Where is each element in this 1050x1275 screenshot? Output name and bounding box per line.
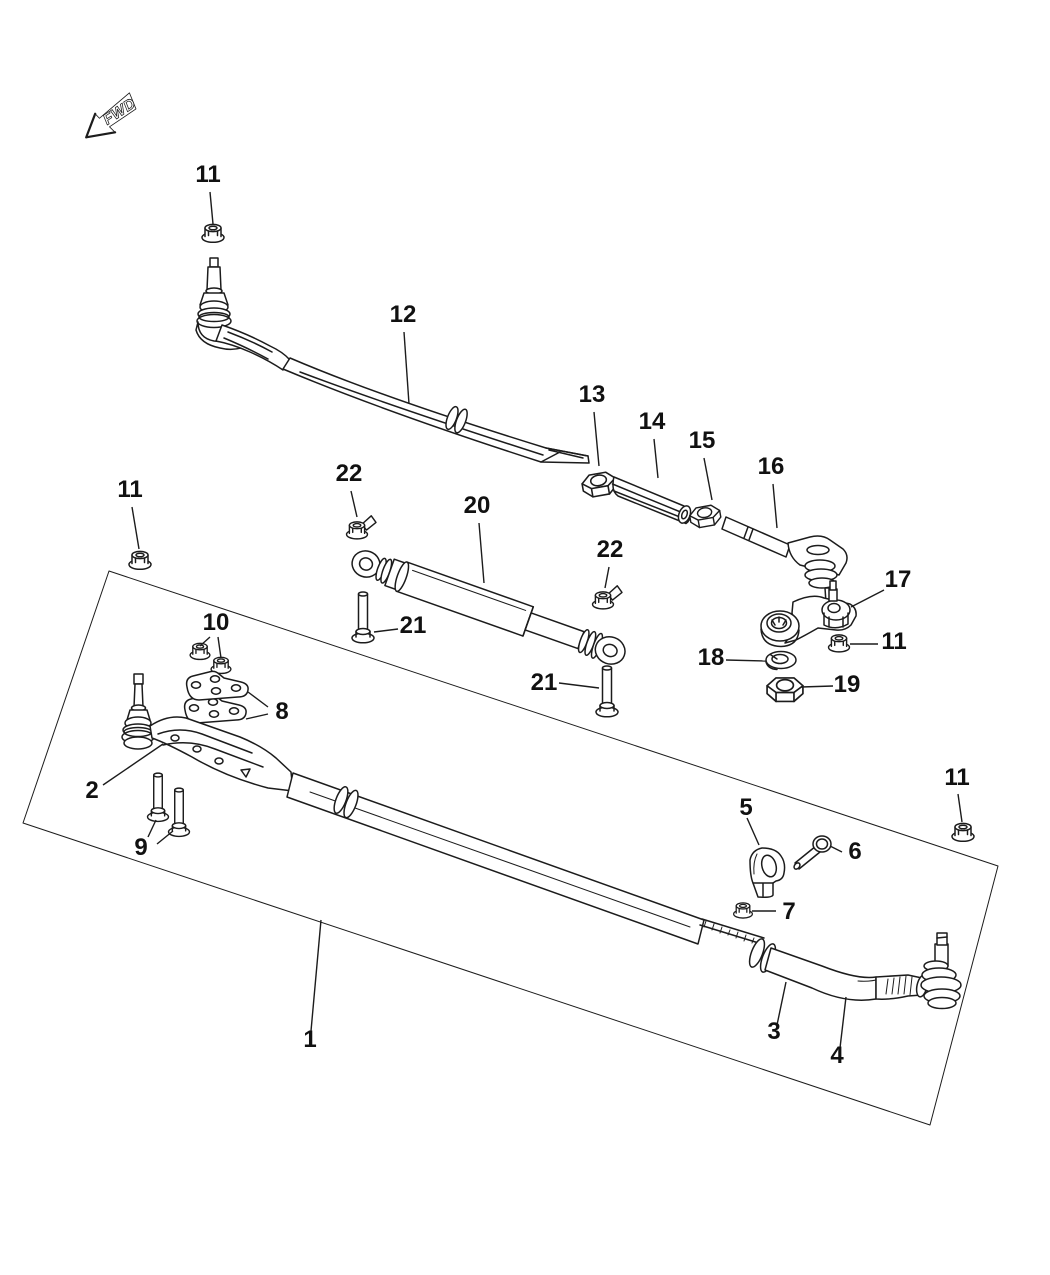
callout-3[interactable]: 3 <box>767 1018 780 1045</box>
leader-19 <box>800 685 834 688</box>
callout-12[interactable]: 12 <box>390 301 417 328</box>
callout-16[interactable]: 16 <box>758 453 785 480</box>
part-tie-rod-end-2 <box>121 673 294 792</box>
leader-11b <box>131 506 140 550</box>
leader-21a <box>373 628 399 633</box>
leader-10 <box>199 636 222 659</box>
part-nut-19 <box>766 677 804 703</box>
part-nut-11-mid <box>827 634 851 653</box>
callout-22b[interactable]: 22 <box>597 536 624 563</box>
leader-5 <box>746 817 760 846</box>
callout-10[interactable]: 10 <box>203 609 230 636</box>
callout-11a[interactable]: 11 <box>195 161 220 188</box>
part-nut-11-right <box>951 822 975 843</box>
leader-3 <box>776 981 787 1026</box>
leader-9 <box>147 819 174 845</box>
callout-4[interactable]: 4 <box>830 1042 844 1069</box>
leader-14 <box>653 438 659 479</box>
callout-7[interactable]: 7 <box>782 898 795 925</box>
part-nut-11-top <box>201 223 225 244</box>
callout-22a[interactable]: 22 <box>336 460 363 487</box>
callout-21a[interactable]: 21 <box>400 612 427 639</box>
callout-17[interactable]: 17 <box>885 566 912 593</box>
part-nut-22-left <box>347 516 376 539</box>
part-nut-22-right <box>593 586 622 609</box>
leader-22a <box>350 490 358 518</box>
leader-11a <box>209 191 214 225</box>
part-bolt-9-a <box>146 772 170 823</box>
callout-labels: 11 12 13 14 15 16 22 11 20 22 17 10 21 1… <box>85 161 969 1069</box>
leader-21b <box>558 682 600 689</box>
callout-11b[interactable]: 11 <box>117 476 142 503</box>
part-jam-nut-15 <box>687 503 723 530</box>
callout-1[interactable]: 1 <box>303 1026 316 1053</box>
callout-20[interactable]: 20 <box>464 492 491 519</box>
part-damper-20 <box>351 550 626 665</box>
leader-11d <box>957 793 963 823</box>
fwd-arrow-accent <box>85 112 117 139</box>
part-outer-end-4 <box>875 932 962 1010</box>
part-bolt-6 <box>793 835 832 870</box>
leader-20 <box>478 522 485 584</box>
part-nut-7 <box>733 902 753 919</box>
callout-11c[interactable]: 11 <box>881 628 906 655</box>
part-bolt-9-b <box>167 787 191 838</box>
kit-boundary-box <box>22 570 999 1126</box>
callout-11d[interactable]: 11 <box>944 764 969 791</box>
leader-22b <box>604 566 610 589</box>
leader-lines <box>102 191 963 1049</box>
part-nut-11-left <box>128 550 152 571</box>
leader-8 <box>245 691 269 720</box>
leader-1 <box>310 919 322 1032</box>
part-adjuster-sleeve-14 <box>611 476 692 525</box>
part-bolt-21-left <box>351 591 375 644</box>
part-main-tube-1 <box>240 768 765 945</box>
part-bolt-21-right <box>595 665 619 718</box>
callout-13[interactable]: 13 <box>579 381 606 408</box>
callout-19[interactable]: 19 <box>834 671 861 698</box>
leader-2 <box>102 743 164 786</box>
part-washer-18 <box>765 650 797 671</box>
leader-17 <box>850 589 885 608</box>
leader-16 <box>772 483 778 529</box>
part-sleeve-3 <box>748 938 881 1001</box>
leader-13 <box>593 411 600 467</box>
part-drag-link-12 <box>195 257 590 464</box>
part-tie-rod-16 <box>721 516 848 613</box>
fwd-arrow: FWD <box>85 92 139 139</box>
callout-21b[interactable]: 21 <box>531 669 558 696</box>
part-clamp-5 <box>749 847 786 898</box>
leader-18 <box>725 659 767 662</box>
leader-12 <box>403 331 410 405</box>
leader-15 <box>703 457 713 501</box>
callout-8[interactable]: 8 <box>275 698 288 725</box>
part-plate-8-upper <box>185 670 249 701</box>
callout-14[interactable]: 14 <box>639 408 666 435</box>
callout-18[interactable]: 18 <box>698 644 725 671</box>
callout-2[interactable]: 2 <box>85 777 98 804</box>
part-pitman-arm-17 <box>760 580 857 648</box>
callout-6[interactable]: 6 <box>848 838 861 865</box>
leader-4 <box>839 996 847 1049</box>
leader-6 <box>829 845 843 853</box>
callout-9[interactable]: 9 <box>134 834 147 861</box>
callout-5[interactable]: 5 <box>739 794 752 821</box>
callout-15[interactable]: 15 <box>689 427 716 454</box>
